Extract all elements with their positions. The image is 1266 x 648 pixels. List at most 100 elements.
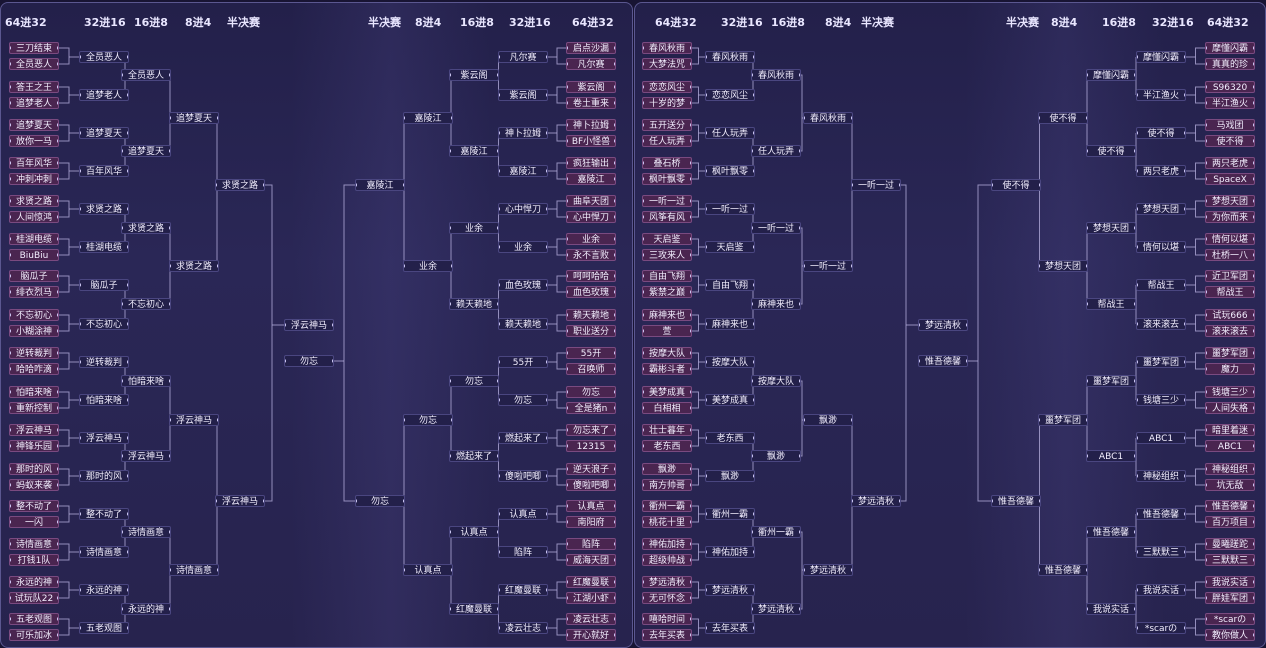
team-r16[interactable]: 衢州一霸 (751, 526, 801, 538)
team-r64[interactable]: 梦想天团 (1205, 195, 1255, 207)
team-r8[interactable]: 使不得 (1038, 112, 1088, 124)
team-r8[interactable]: 飘渺 (803, 414, 853, 426)
team-r32[interactable]: 紫云阁 (498, 89, 548, 101)
team-r4[interactable]: 梦远清秋 (851, 495, 901, 507)
team-r64[interactable]: 12315 (566, 440, 616, 452)
team-r32[interactable]: 55开 (498, 356, 548, 368)
team-r64[interactable]: 三默默三 (1205, 554, 1255, 566)
team-r16[interactable]: 浮云神马 (121, 450, 171, 462)
team-semifinal[interactable]: 梦远清秋 (918, 319, 968, 331)
team-r8[interactable]: 业余 (403, 260, 453, 272)
team-r32[interactable]: 去年买表 (705, 622, 755, 634)
team-r64[interactable]: 五老观图 (9, 613, 59, 625)
team-r64[interactable]: 大梦法咒 (642, 58, 692, 70)
team-r8[interactable]: 求贤之路 (169, 260, 219, 272)
team-r64[interactable]: 追梦老人 (9, 97, 59, 109)
team-r64[interactable]: 召唤师 (566, 363, 616, 375)
team-r32[interactable]: 钱塘三少 (1136, 394, 1186, 406)
team-r64[interactable]: 逆转裁判 (9, 347, 59, 359)
team-r32[interactable]: 陷阵 (498, 546, 548, 558)
team-r32[interactable]: 噩梦军团 (1136, 356, 1186, 368)
team-r64[interactable]: 全是猪n (566, 402, 616, 414)
team-r64[interactable]: 重新控制 (9, 402, 59, 414)
team-r64[interactable]: 衢州一霸 (642, 500, 692, 512)
team-r64[interactable]: 使不得 (1205, 135, 1255, 147)
team-r64[interactable]: 坑无敌 (1205, 479, 1255, 491)
team-r16[interactable]: 我说实话 (1086, 603, 1136, 615)
team-r16[interactable]: 追梦夏天 (121, 145, 171, 157)
team-r16[interactable]: 红魔曼联 (449, 603, 499, 615)
team-r64[interactable]: 飘渺 (642, 463, 692, 475)
team-r64[interactable]: 壮士暮年 (642, 424, 692, 436)
team-r64[interactable]: 永不言败 (566, 249, 616, 261)
team-r64[interactable]: 嘉陵江 (566, 173, 616, 185)
team-r64[interactable]: 滚来滚去 (1205, 325, 1255, 337)
team-r32[interactable]: 梦远清秋 (705, 584, 755, 596)
team-r64[interactable]: 人间失格 (1205, 402, 1255, 414)
team-r32[interactable]: 凡尔赛 (498, 51, 548, 63)
team-r64[interactable]: 春风秋雨 (642, 42, 692, 54)
team-r64[interactable]: 半江渔火 (1205, 97, 1255, 109)
team-r32[interactable]: 认真点 (498, 508, 548, 520)
team-r32[interactable]: 一听一过 (705, 203, 755, 215)
team-r64[interactable]: 天启鉴 (642, 233, 692, 245)
team-r16[interactable]: 怕暗来啥 (121, 375, 171, 387)
team-r32[interactable]: 按摩大队 (705, 356, 755, 368)
team-r64[interactable]: 试玩666 (1205, 309, 1255, 321)
team-r64[interactable]: 整不动了 (9, 500, 59, 512)
team-r32[interactable]: 燃起来了 (498, 432, 548, 444)
team-r64[interactable]: 勿忘 (566, 386, 616, 398)
team-r64[interactable]: 哈哈咋滴 (9, 363, 59, 375)
team-r64[interactable]: 帮战王 (1205, 286, 1255, 298)
team-r32[interactable]: 麻神来也 (705, 318, 755, 330)
team-r64[interactable]: BiuBiu (9, 249, 59, 261)
team-r32[interactable]: *scarの (1136, 622, 1186, 634)
team-r64[interactable]: 可乐加冰 (9, 629, 59, 641)
team-r16[interactable]: 紫云阁 (449, 69, 499, 81)
team-r32[interactable]: 整不动了 (79, 508, 129, 520)
team-r64[interactable]: 冲刺冲刺 (9, 173, 59, 185)
team-r64[interactable]: 答王之王 (9, 81, 59, 93)
team-r64[interactable]: 三刀结束 (9, 42, 59, 54)
team-r64[interactable]: 风筝有风 (642, 211, 692, 223)
team-r16[interactable]: 麻神来也 (751, 298, 801, 310)
team-r64[interactable]: 叠石桥 (642, 157, 692, 169)
team-r4[interactable]: 使不得 (991, 179, 1041, 191)
team-r32[interactable]: 全员恶人 (79, 51, 129, 63)
team-r64[interactable]: 人间惊鸿 (9, 211, 59, 223)
team-r64[interactable]: 全员恶人 (9, 58, 59, 70)
team-r4[interactable]: 浮云神马 (215, 495, 265, 507)
team-r8[interactable]: 梦远清秋 (803, 564, 853, 576)
team-r64[interactable]: 神佑加持 (642, 538, 692, 550)
team-r64[interactable]: 傻啦吧唧 (566, 479, 616, 491)
team-r32[interactable]: 摩懂闪霸 (1136, 51, 1186, 63)
team-r32[interactable]: 怕暗来啥 (79, 394, 129, 406)
team-r32[interactable]: 血色玫瑰 (498, 279, 548, 291)
team-r32[interactable]: 梦想天团 (1136, 203, 1186, 215)
team-r64[interactable]: 百万项目 (1205, 516, 1255, 528)
team-r8[interactable]: 噩梦军团 (1038, 414, 1088, 426)
team-r64[interactable]: 任人玩弄 (642, 135, 692, 147)
team-r32[interactable]: 追梦老人 (79, 89, 129, 101)
team-r64[interactable]: 55开 (566, 347, 616, 359)
team-r64[interactable]: 卷土重来 (566, 97, 616, 109)
team-r64[interactable]: 噩梦军团 (1205, 347, 1255, 359)
team-r64[interactable]: 永远的神 (9, 576, 59, 588)
team-r64[interactable]: 超级帅战 (642, 554, 692, 566)
team-r32[interactable]: 诗情画意 (79, 546, 129, 558)
team-r32[interactable]: 老东西 (705, 432, 755, 444)
team-r32[interactable]: 神卜拉姆 (498, 127, 548, 139)
team-r64[interactable]: 浮云神马 (9, 424, 59, 436)
team-r32[interactable]: 业余 (498, 241, 548, 253)
team-r32[interactable]: 神佑加持 (705, 546, 755, 558)
team-r64[interactable]: 摩懂闪霸 (1205, 42, 1255, 54)
team-r64[interactable]: 马戏团 (1205, 119, 1255, 131)
team-r16[interactable]: 帮战王 (1086, 298, 1136, 310)
team-r64[interactable]: S96320 (1205, 81, 1255, 93)
team-r8[interactable]: 浮云神马 (169, 414, 219, 426)
team-r8[interactable]: 惟吾德馨 (1038, 564, 1088, 576)
team-r32[interactable]: 帮战王 (1136, 279, 1186, 291)
team-r64[interactable]: 桃花十里 (642, 516, 692, 528)
team-r64[interactable]: 追梦夏天 (9, 119, 59, 131)
team-r64[interactable]: 枫叶飘零 (642, 173, 692, 185)
